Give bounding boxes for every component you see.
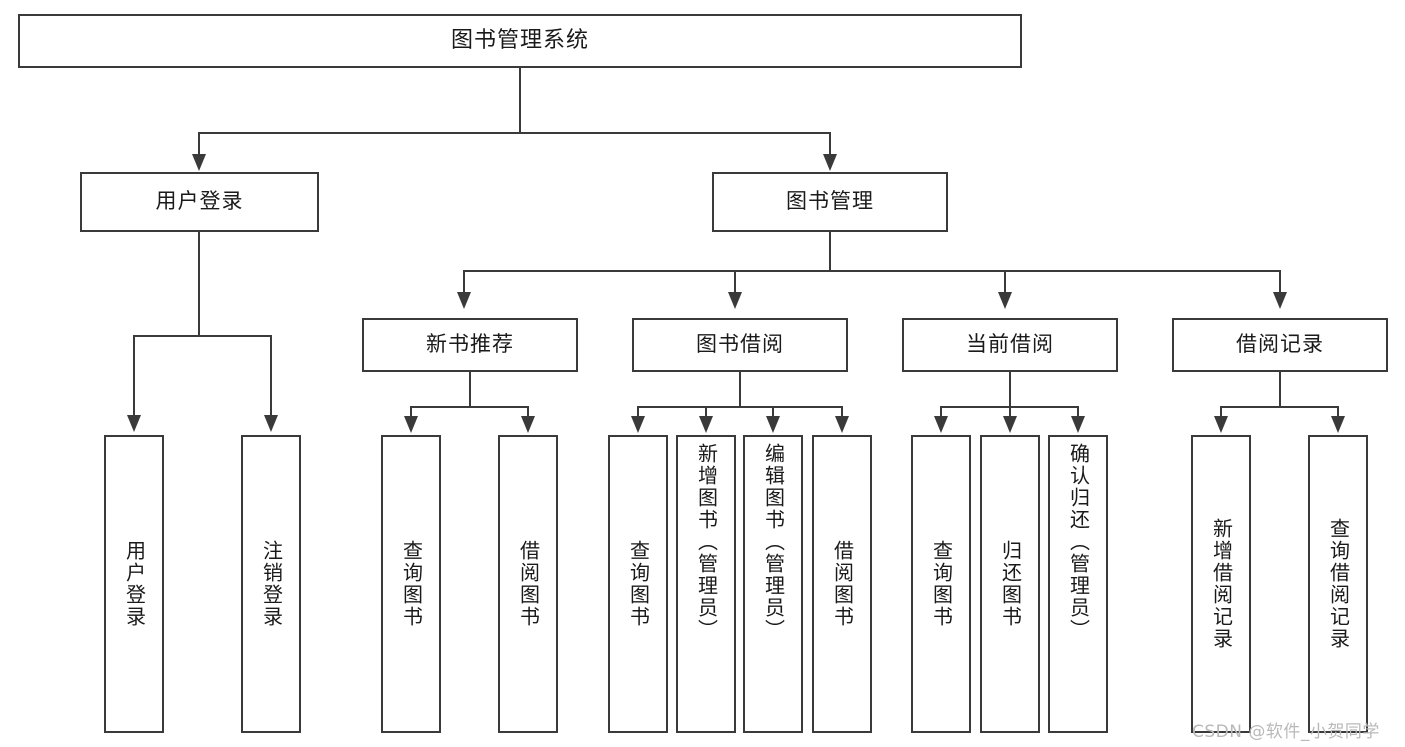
- node-label: 新增借阅记录: [1209, 518, 1234, 650]
- arrow-down-icon-leaf-cb-1: [934, 416, 948, 433]
- node-label: 归还图书: [998, 540, 1023, 628]
- node-label: 借阅图书: [830, 540, 855, 628]
- node-label: 用户登录: [122, 540, 147, 628]
- node-label: 查询图书: [626, 540, 651, 628]
- edge-book-management-stem: [829, 232, 831, 272]
- arrow-down-icon-leaf-cb-3: [1071, 416, 1085, 433]
- edge-drop-leaf-bb-1: [637, 406, 639, 418]
- edge-drop-level2-3: [1004, 270, 1006, 294]
- node-book-borrow[interactable]: 图书借阅: [632, 318, 848, 372]
- edge-level1-bus: [198, 132, 831, 134]
- arrow-down-icon-leaf-nbr-1: [404, 416, 418, 433]
- edge-drop-leaf-br-1: [1220, 406, 1222, 418]
- edge-new-book-recommend-stem: [469, 372, 471, 408]
- node-borrow-record[interactable]: 借阅记录: [1172, 318, 1388, 372]
- edge-drop-leaf-user-login-2: [270, 335, 272, 417]
- node-label: 用户登录: [155, 189, 244, 214]
- edge-drop-leaf-br-2: [1337, 406, 1339, 418]
- node-book-management[interactable]: 图书管理: [712, 172, 948, 232]
- edge-drop-user-login: [198, 132, 200, 156]
- edge-drop-level2-1: [463, 270, 465, 294]
- leaf-book-borrow-edit-book-admin[interactable]: 编辑图书（管理员）: [743, 435, 803, 733]
- edge-user-login-stem: [198, 232, 200, 336]
- arrow-down-icon-book-management: [823, 154, 837, 171]
- node-label: 注销登录: [259, 540, 284, 628]
- leaf-book-borrow-borrow-book[interactable]: 借阅图书: [812, 435, 872, 733]
- arrow-down-icon-leaf-nbr-2: [521, 416, 535, 433]
- edge-user-login-bus: [133, 335, 271, 337]
- node-label: 确认归还（管理员）: [1066, 443, 1091, 641]
- edge-root-stem: [519, 68, 521, 133]
- edge-drop-leaf-bb-2: [705, 406, 707, 418]
- edge-drop-leaf-cb-1: [940, 406, 942, 418]
- edge-new-book-recommend-bus: [410, 406, 528, 408]
- leaf-user-login-login[interactable]: 用户登录: [104, 435, 164, 733]
- leaf-book-borrow-add-book-admin[interactable]: 新增图书（管理员）: [676, 435, 736, 733]
- arrow-down-icon-leaf-user-login-2: [264, 415, 278, 432]
- leaf-new-book-recommend-borrow-book[interactable]: 借阅图书: [498, 435, 558, 733]
- arrow-down-icon-leaf-bb-2: [699, 416, 713, 433]
- leaf-current-borrow-confirm-return-admin[interactable]: 确认归还（管理员）: [1048, 435, 1108, 733]
- node-label: 图书借阅: [696, 332, 784, 357]
- edge-drop-leaf-user-login-1: [133, 335, 135, 417]
- arrow-down-icon-leaf-br-2: [1331, 416, 1345, 433]
- arrow-down-icon-leaf-bb-4: [835, 416, 849, 433]
- edge-book-borrow-stem: [739, 372, 741, 408]
- arrow-down-icon-leaf-user-login-1: [127, 415, 141, 432]
- node-label: 当前借阅: [966, 332, 1054, 357]
- edge-drop-leaf-bb-3: [772, 406, 774, 418]
- arrow-down-icon-user-login: [192, 154, 206, 171]
- edge-drop-leaf-nbr-2: [527, 406, 529, 418]
- arrow-down-icon-leaf-cb-2: [1003, 416, 1017, 433]
- node-label: 查询图书: [399, 540, 424, 628]
- arrow-down-icon-leaf-bb-1: [631, 416, 645, 433]
- edge-drop-leaf-bb-4: [841, 406, 843, 418]
- node-label: 新增图书（管理员）: [694, 443, 719, 641]
- leaf-new-book-recommend-query-book[interactable]: 查询图书: [381, 435, 441, 733]
- node-label: 借阅记录: [1236, 332, 1324, 357]
- node-label: 图书管理: [786, 189, 874, 214]
- node-new-book-recommend[interactable]: 新书推荐: [362, 318, 578, 372]
- edge-drop-level2-2: [734, 270, 736, 294]
- edge-current-borrow-stem: [1009, 372, 1011, 408]
- leaf-current-borrow-return-book[interactable]: 归还图书: [980, 435, 1040, 733]
- arrow-down-icon-level2-2: [728, 292, 742, 309]
- edge-borrow-record-stem: [1279, 372, 1281, 408]
- edge-borrow-record-bus: [1220, 406, 1338, 408]
- leaf-user-login-logout[interactable]: 注销登录: [241, 435, 301, 733]
- node-label: 图书管理系统: [450, 27, 589, 53]
- arrow-down-icon-leaf-bb-3: [766, 416, 780, 433]
- node-label: 新书推荐: [426, 332, 514, 357]
- edge-drop-level2-4: [1279, 270, 1281, 294]
- leaf-borrow-record-add-record[interactable]: 新增借阅记录: [1191, 435, 1251, 733]
- leaf-book-borrow-query-book[interactable]: 查询图书: [608, 435, 668, 733]
- leaf-borrow-record-query-record[interactable]: 查询借阅记录: [1308, 435, 1368, 733]
- edge-book-borrow-bus: [637, 406, 842, 408]
- node-user-login[interactable]: 用户登录: [80, 172, 319, 232]
- edge-level2-bus: [463, 270, 1280, 272]
- node-label: 查询图书: [929, 540, 954, 628]
- csdn-watermark: CSDN @软件_小贺同学: [1192, 722, 1380, 742]
- edge-drop-leaf-nbr-1: [410, 406, 412, 418]
- node-current-borrow[interactable]: 当前借阅: [902, 318, 1118, 372]
- node-label: 编辑图书（管理员）: [761, 443, 786, 641]
- node-label: 查询借阅记录: [1326, 518, 1351, 650]
- arrow-down-icon-level2-4: [1273, 292, 1287, 309]
- arrow-down-icon-level2-1: [457, 292, 471, 309]
- edge-drop-book-management: [829, 132, 831, 156]
- arrow-down-icon-leaf-br-1: [1214, 416, 1228, 433]
- edge-drop-leaf-cb-2: [1009, 406, 1011, 418]
- edge-drop-leaf-cb-3: [1077, 406, 1079, 418]
- node-root-library-management-system[interactable]: 图书管理系统: [18, 14, 1022, 68]
- node-label: 借阅图书: [516, 540, 541, 628]
- leaf-current-borrow-query-book[interactable]: 查询图书: [911, 435, 971, 733]
- arrow-down-icon-level2-3: [998, 292, 1012, 309]
